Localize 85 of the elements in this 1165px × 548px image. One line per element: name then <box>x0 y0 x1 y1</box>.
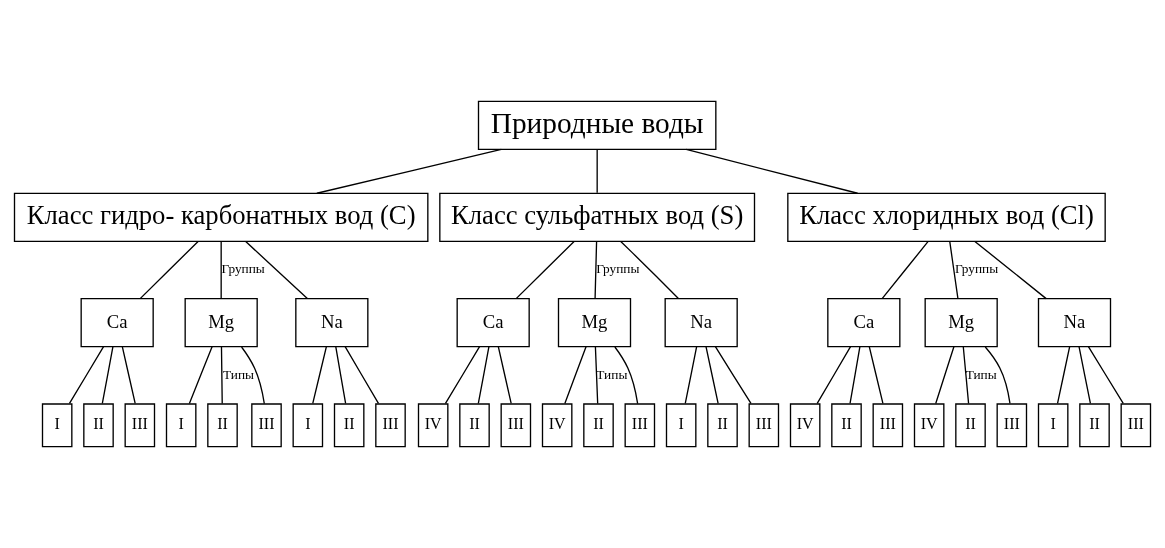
node-box: II <box>459 403 490 448</box>
connector <box>984 346 1011 405</box>
connector <box>974 240 1047 300</box>
connector <box>497 346 512 405</box>
node-box: III <box>996 403 1028 448</box>
connector <box>220 240 222 300</box>
node-box: Класс гидро- карбонатных вод (C) <box>13 192 429 242</box>
connector <box>240 346 265 405</box>
node-box: II <box>955 403 986 448</box>
connector <box>139 240 199 300</box>
node-box: III <box>748 403 780 448</box>
edge-label: Группы <box>954 261 999 277</box>
connector <box>245 240 308 300</box>
connector <box>816 346 852 405</box>
node-box: Na <box>664 298 738 348</box>
edge-label: Типы <box>222 366 255 382</box>
node-box: Mg <box>557 298 632 348</box>
node-box: I <box>292 403 324 448</box>
connector <box>444 346 481 405</box>
node-box: II <box>707 403 738 448</box>
node-box: Na <box>295 298 369 348</box>
connector <box>316 148 502 194</box>
node-box: III <box>624 403 656 448</box>
node-box: I <box>1037 403 1069 448</box>
node-box: III <box>500 403 532 448</box>
connector <box>1078 346 1092 405</box>
node-box: II <box>83 403 114 448</box>
connector <box>849 346 861 405</box>
node-box: Ca <box>827 298 901 348</box>
node-box: III <box>251 403 282 448</box>
node-box: Ca <box>456 298 530 348</box>
connector <box>614 346 639 405</box>
node-box: Ca <box>80 298 154 348</box>
connector <box>705 346 719 405</box>
node-box: III <box>375 403 406 448</box>
connector <box>335 346 347 405</box>
connector <box>620 240 680 300</box>
node-box: II <box>207 403 238 448</box>
node-box: IV <box>417 403 449 448</box>
node-box: III <box>872 403 904 448</box>
node-box: Класс сульфатных вод (S) <box>439 192 756 242</box>
edge-label: Типы <box>965 366 997 382</box>
connector <box>1056 346 1071 405</box>
connector <box>594 240 598 300</box>
connector <box>1087 346 1124 405</box>
node-box: I <box>41 403 73 448</box>
connector <box>68 346 105 405</box>
edge-label: Группы <box>596 261 640 277</box>
node-box: Класс хлоридных вод (Cl) <box>787 192 1106 242</box>
node-box: IV <box>541 403 573 448</box>
node-box: II <box>583 403 614 448</box>
node-box: IV <box>913 403 945 448</box>
connector <box>949 240 959 300</box>
edge-label: Типы <box>596 366 628 382</box>
node-box: I <box>665 403 697 448</box>
connector <box>594 346 599 405</box>
node-box: Mg <box>184 298 258 348</box>
connector <box>596 149 598 194</box>
connector <box>515 240 575 300</box>
connector <box>962 346 970 405</box>
connector <box>121 346 136 405</box>
connector <box>477 346 490 405</box>
edge-label: Группы <box>221 261 265 277</box>
connector <box>684 346 698 405</box>
connector <box>312 346 328 405</box>
node-box: II <box>1079 403 1110 448</box>
connector <box>188 346 213 405</box>
connector <box>344 346 380 405</box>
connector <box>714 346 752 405</box>
node-box: IV <box>789 403 821 448</box>
node-box: II <box>831 403 862 448</box>
connector <box>881 240 929 300</box>
connector <box>935 346 955 405</box>
connector <box>101 346 114 405</box>
connector <box>868 346 884 405</box>
node-box: Na <box>1037 298 1112 348</box>
node-box: I <box>165 403 197 448</box>
node-box: Природные воды <box>477 100 717 150</box>
connector <box>220 346 223 405</box>
node-box: Mg <box>924 298 998 348</box>
node-box: III <box>1120 403 1152 448</box>
connector <box>564 346 587 405</box>
connector <box>685 148 859 194</box>
node-box: II <box>333 403 365 448</box>
node-box: III <box>124 403 156 448</box>
